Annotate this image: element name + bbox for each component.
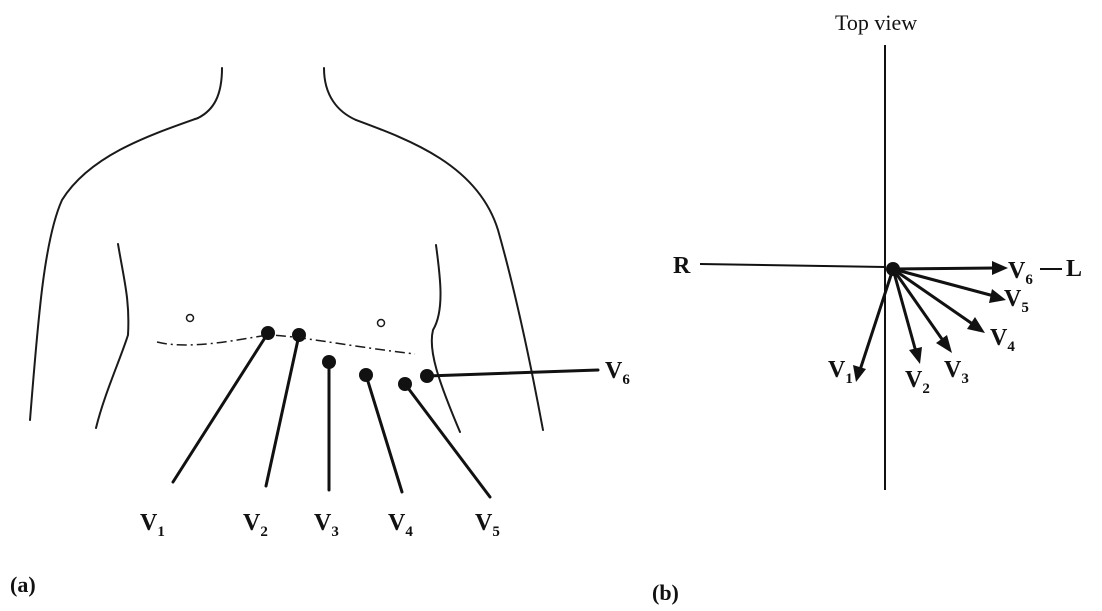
vector-label-v1: V1	[828, 357, 853, 387]
lead-label-v2: V2	[243, 510, 268, 540]
vector-arrowhead-v2	[909, 347, 922, 364]
vector-arrowhead-v3	[936, 335, 952, 353]
vector-arrowhead-v5	[989, 289, 1006, 303]
electrode-v6	[420, 368, 600, 383]
lead-wire-v1	[171, 331, 270, 484]
electrode-dot-v4	[359, 368, 373, 382]
lead-wire-v2	[264, 333, 301, 488]
panel-b-caption: (b)	[652, 580, 679, 605]
vector-arrowhead-v4	[967, 317, 985, 333]
electrode-v4	[359, 368, 404, 494]
torso-outline	[29, 67, 544, 433]
lead-wire-v5	[403, 382, 492, 499]
vector-v1	[853, 268, 895, 382]
vector-line-v6	[892, 266, 997, 271]
left-shoulder-arm	[29, 117, 199, 421]
vector-label-v6: V6	[1008, 258, 1033, 288]
neck-left	[197, 67, 223, 119]
vector-v3	[891, 268, 952, 353]
right-inner-arm	[430, 244, 461, 433]
panel-b: Top view R L	[652, 10, 1082, 605]
vector-v2	[891, 268, 922, 364]
nipple-right	[376, 318, 386, 328]
vector-v6	[892, 261, 1008, 275]
nipple-left	[185, 313, 195, 323]
electrode-v3	[322, 355, 336, 492]
lead-wire-v4	[364, 373, 404, 494]
vector-arrowhead-v6	[992, 261, 1008, 275]
electrode-v5	[398, 377, 492, 499]
vector-line-v2	[891, 268, 918, 353]
lead-label-v6: V6	[605, 358, 630, 388]
electrode-dot-v2	[292, 328, 306, 342]
electrode-dot-v5	[398, 377, 412, 391]
axis-label-l: L	[1066, 256, 1082, 282]
axis-label-r: R	[673, 253, 691, 279]
vector-line-v3	[891, 268, 946, 343]
vector-line-v5	[892, 267, 995, 298]
vector-line-v1	[858, 268, 895, 371]
electrode-dot-v3	[322, 355, 336, 369]
vector-v4	[892, 267, 985, 333]
panel-a-caption: (a)	[10, 572, 36, 597]
vector-line-v4	[892, 267, 975, 327]
top-view-title: Top view	[835, 10, 917, 35]
horizontal-axis-right-side	[699, 263, 886, 268]
panel-a: V1 V2 V3 V4 V5 V6 (a)	[10, 67, 630, 597]
lead-label-v3: V3	[314, 510, 339, 540]
vector-label-v3: V3	[944, 357, 969, 387]
vector-v5	[892, 267, 1006, 303]
vector-label-v4: V4	[990, 325, 1015, 355]
costal-margin-line	[156, 334, 416, 355]
electrode-v1	[171, 326, 275, 484]
vector-arrowhead-v1	[853, 365, 866, 382]
lead-label-v5: V5	[475, 510, 500, 540]
vector-label-v5: V5	[1004, 286, 1029, 316]
lead-label-v4: V4	[388, 510, 413, 540]
lead-wire-v6	[425, 368, 600, 378]
electrode-v2	[264, 328, 306, 488]
lead-label-v1: V1	[140, 510, 165, 540]
left-inner-arm	[95, 243, 130, 429]
right-shoulder-arm	[355, 119, 544, 431]
electrode-dot-v1	[261, 326, 275, 340]
neck-right	[323, 67, 357, 121]
electrode-dot-v6	[420, 369, 434, 383]
vector-label-v2: V2	[905, 367, 930, 397]
